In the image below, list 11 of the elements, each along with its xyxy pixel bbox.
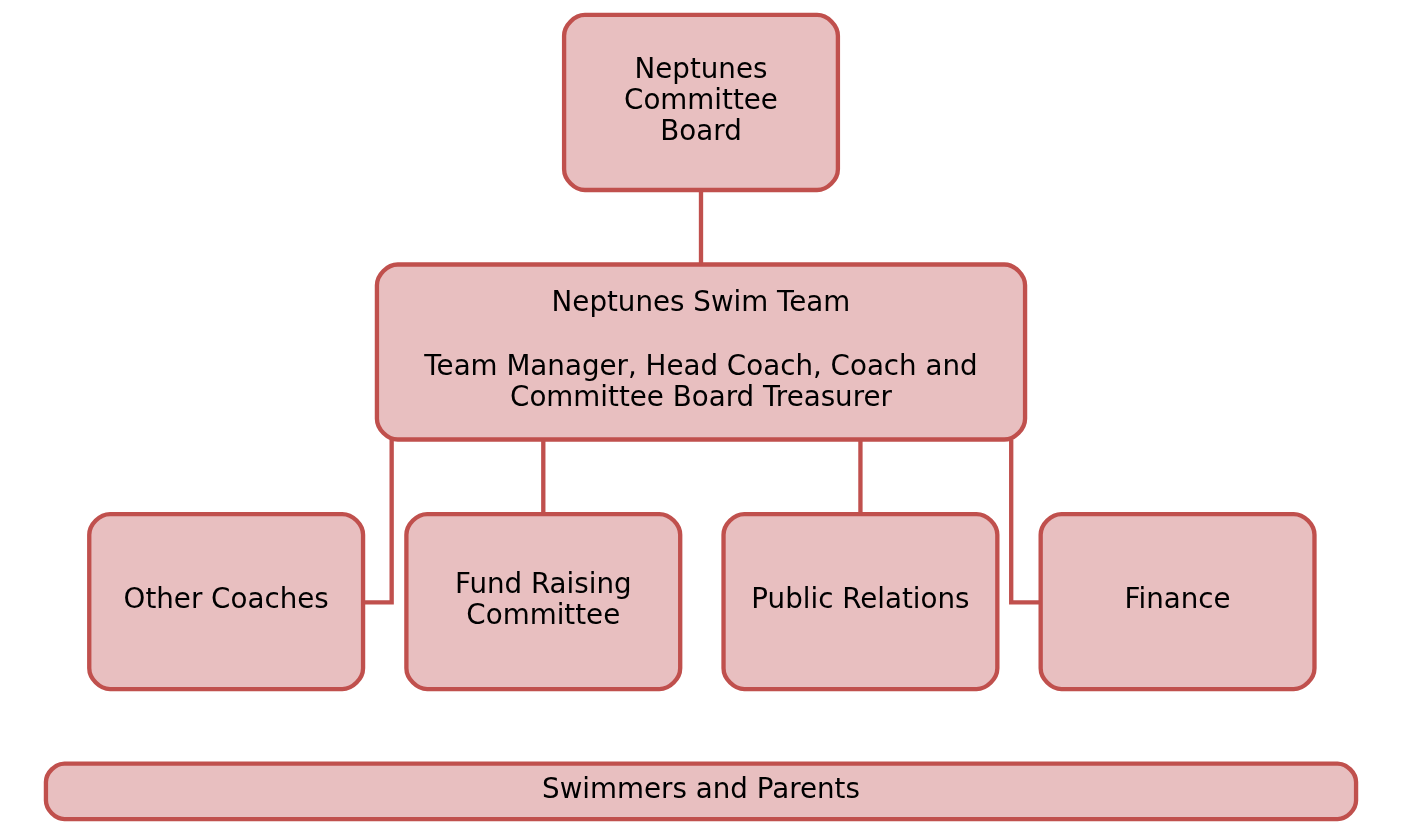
node-box: Swimmers and Parents — [43, 761, 1358, 822]
connector — [1008, 439, 1040, 605]
connector — [540, 440, 545, 514]
node-box: Neptunes Swim Team Team Manager, Head Coach, Coach and Committee Board Treasurer — [374, 262, 1027, 442]
node-box: Other Coaches — [86, 511, 365, 692]
connector — [698, 190, 703, 264]
node-box: Neptunes Committee Board — [561, 12, 840, 193]
connector — [857, 440, 863, 514]
node-box: Finance — [1038, 511, 1317, 692]
node-box: Public Relations — [720, 511, 999, 692]
node-box: Fund Raising Committee — [403, 511, 682, 692]
